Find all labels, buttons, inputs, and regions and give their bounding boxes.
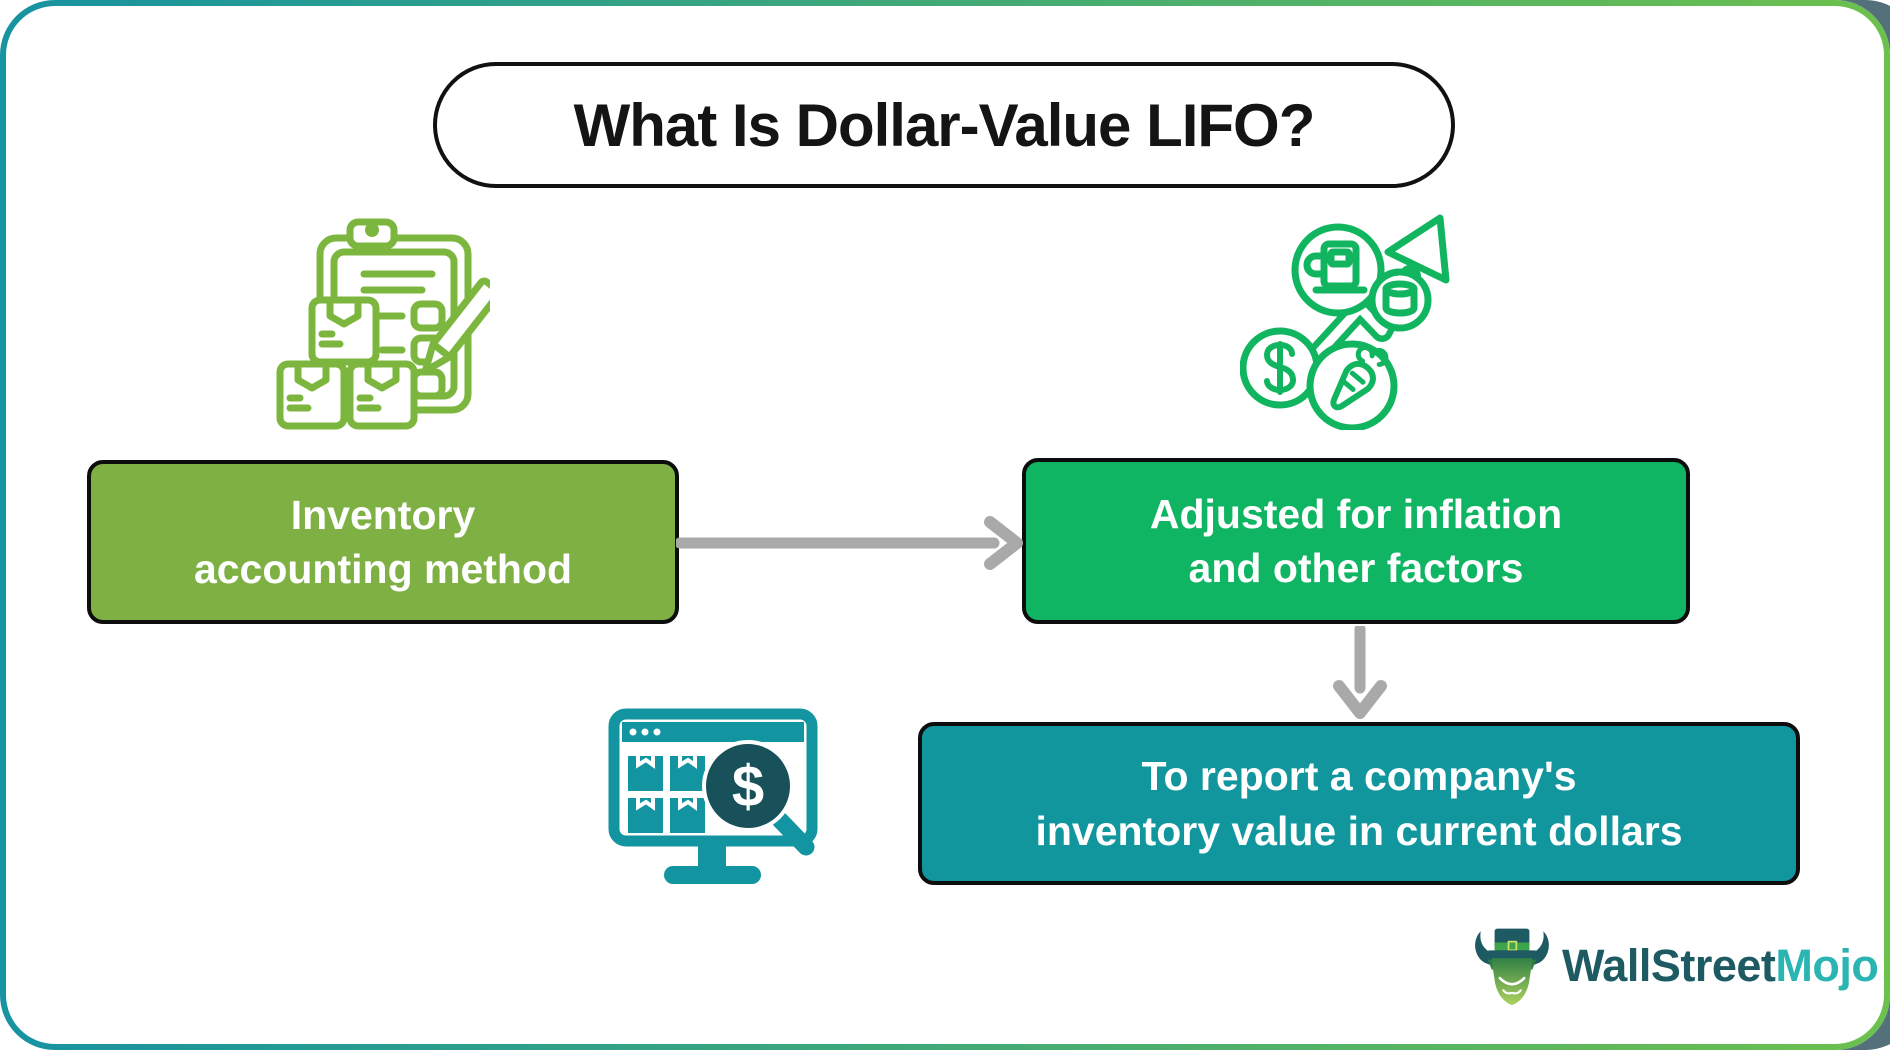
monitor-inventory-search-icon: $ [608, 708, 818, 884]
adjusted-line1: Adjusted for inflation [1149, 490, 1563, 537]
checkbox [410, 300, 446, 332]
clip-hole [365, 223, 379, 237]
package-box-bottom-right [346, 360, 418, 430]
browser-dot [629, 728, 637, 736]
magnifier-lens [702, 740, 794, 832]
browser-dot [653, 728, 661, 736]
magnifier-handle [771, 811, 815, 856]
oil-barrel-circle [1368, 268, 1432, 332]
report-line1: To report a company's [1141, 753, 1577, 800]
inflation-rising-prices-icon [1240, 214, 1450, 430]
inventory-line2: accounting method [193, 546, 573, 592]
logo-mojo: Mojo [1775, 940, 1879, 991]
clipboard-packages-icon [276, 218, 490, 430]
flow-box-report: To report a company's inventory value in… [918, 722, 1800, 885]
pencil-icon [421, 277, 490, 375]
package-box-bottom-left [276, 360, 348, 430]
flow-box-adjusted: Adjusted for inflation and other factors [1022, 458, 1690, 624]
package-notches [636, 756, 697, 811]
wallstreetmojo-logo: WallStreetMojo [1472, 924, 1879, 1008]
arrow-right-icon [676, 516, 1023, 570]
fuel-pump-circle [1291, 223, 1385, 317]
arrow-down-icon [1333, 626, 1387, 719]
inventory-line1: Inventory [290, 491, 476, 538]
logo-text: WallStreetMojo [1562, 940, 1879, 992]
adjusted-line2: and other factors [1188, 545, 1524, 591]
bull-mascot-icon [1475, 928, 1549, 1006]
dollar-circle [1240, 327, 1321, 409]
browser-bar [622, 722, 804, 742]
monitor-base [664, 866, 761, 884]
flow-box-inventory: Inventory accounting method [87, 460, 679, 624]
monitor-neck [698, 841, 726, 867]
report-line2: inventory value in current dollars [1035, 807, 1683, 854]
title-pill: What Is Dollar-Value LIFO? [433, 62, 1455, 188]
carrot-circle [1306, 340, 1398, 430]
browser-dot [641, 728, 649, 736]
dollar-sign: $ [732, 754, 764, 819]
checkbox [410, 368, 446, 400]
package-box-top [308, 296, 380, 366]
logo-wallstreet: WallStreet [1562, 940, 1776, 991]
page-title: What Is Dollar-Value LIFO? [573, 91, 1316, 159]
